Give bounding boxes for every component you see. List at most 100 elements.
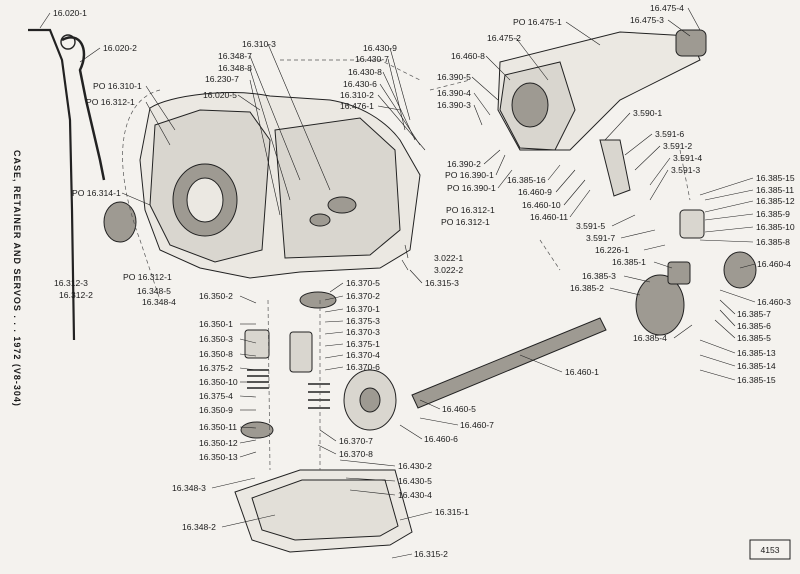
callout-label: 16.460-7 xyxy=(460,420,494,430)
callout-label: 16.390-4 xyxy=(437,88,471,98)
callout-label: 16.430-5 xyxy=(398,476,432,486)
callout-label: 16.020-5 xyxy=(203,90,237,100)
callout-label: 16.460-6 xyxy=(424,434,458,444)
callout-label: 16.385-3 xyxy=(582,271,616,281)
dipstick-tube-illustration xyxy=(28,28,106,341)
callout-label: 16.385-16 xyxy=(507,175,546,185)
servo-stack-illustration xyxy=(240,291,337,439)
side-title: CASE, RETAINER AND SERVOS . . . 1972 (V8… xyxy=(12,150,22,407)
callout-label: 16.370-3 xyxy=(346,327,380,337)
callout-label: 3.022-2 xyxy=(434,265,463,275)
callout-labels: 16.020-1 16.020-2 16.310-3 16.348-7 16.3… xyxy=(53,3,795,559)
callout-label: 16.460-3 xyxy=(757,297,791,307)
output-shaft-illustration xyxy=(343,251,757,431)
callout-label: 16.370-5 xyxy=(346,278,380,288)
callout-label: 16.385-1 xyxy=(612,257,646,267)
callout-label: 16.476-1 xyxy=(340,101,374,111)
callout-label: 16.430-6 xyxy=(343,79,377,89)
callout-label: PO 16.475-1 xyxy=(513,17,562,27)
callout-label: 16.315-3 xyxy=(425,278,459,288)
figure-number: 4153 xyxy=(760,545,779,555)
callout-label: 3.591-6 xyxy=(655,129,684,139)
callout-label: PO 16.390-1 xyxy=(447,183,496,193)
callout-label: 16.350-1 xyxy=(199,319,233,329)
callout-label: 16.370-7 xyxy=(339,436,373,446)
callout-label: 16.350-13 xyxy=(199,452,238,462)
callout-label: 3.591-3 xyxy=(671,165,700,175)
callout-label: 16.370-4 xyxy=(346,350,380,360)
extension-housing-illustration xyxy=(497,29,707,151)
leader-lines xyxy=(39,7,756,559)
pan-illustration xyxy=(234,469,413,553)
callout-label: 16.385-9 xyxy=(756,209,790,219)
callout-label: 16.312-2 xyxy=(59,290,93,300)
callout-label: 16.460-5 xyxy=(442,404,476,414)
callout-label: 16.020-1 xyxy=(53,8,87,18)
callout-label: PO 16.312-1 xyxy=(123,272,172,282)
callout-label: 16.430-2 xyxy=(398,461,432,471)
callout-label: 16.350-8 xyxy=(199,349,233,359)
callout-label: 16.385-14 xyxy=(737,361,776,371)
callout-label: 16.350-11 xyxy=(199,422,237,432)
callout-label: 16.460-4 xyxy=(757,259,791,269)
callout-label: 16.310-2 xyxy=(340,90,374,100)
callout-label: PO 16.312-1 xyxy=(441,217,490,227)
callout-label: 16.310-3 xyxy=(242,39,276,49)
callout-label: 16.475-3 xyxy=(630,15,664,25)
callout-label: 16.348-7 xyxy=(218,51,252,61)
callout-label: 16.375-4 xyxy=(199,391,233,401)
callout-label: 16.350-9 xyxy=(199,405,233,415)
callout-label: 16.350-10 xyxy=(199,377,238,387)
callout-label: 16.312-3 xyxy=(54,278,88,288)
callout-label: 16.385-2 xyxy=(570,283,604,293)
callout-label: 16.385-12 xyxy=(756,196,795,206)
callout-label: 16.370-2 xyxy=(346,291,380,301)
callout-label: 3.022-1 xyxy=(434,253,463,263)
callout-label: 16.475-2 xyxy=(487,33,521,43)
callout-label: 16.430-7 xyxy=(355,54,389,64)
callout-label: 16.350-12 xyxy=(199,438,238,448)
callout-label: 16.385-13 xyxy=(737,348,776,358)
callout-label: 16.430-8 xyxy=(348,67,382,77)
callout-label: 16.350-3 xyxy=(199,334,233,344)
callout-label: 3.591-5 xyxy=(576,221,605,231)
callout-label: PO 16.314-1 xyxy=(72,188,121,198)
callout-label: 16.385-5 xyxy=(737,333,771,343)
callout-label: 16.460-1 xyxy=(565,367,599,377)
callout-label: 16.348-8 xyxy=(218,63,252,73)
assembly-guide-lines xyxy=(122,59,691,471)
callout-label: 16.385-7 xyxy=(737,309,771,319)
callout-label: 16.475-4 xyxy=(650,3,684,13)
callout-label: 16.315-1 xyxy=(435,507,469,517)
callout-label: 16.385-4 xyxy=(633,333,667,343)
callout-label: 16.226-1 xyxy=(595,245,629,255)
callout-label: 16.020-2 xyxy=(103,43,137,53)
callout-label: 3.591-7 xyxy=(586,233,615,243)
callout-label: 16.390-2 xyxy=(447,159,481,169)
figure-number-box xyxy=(749,539,791,560)
callout-label: 16.370-6 xyxy=(346,362,380,372)
callout-label: 16.385-6 xyxy=(737,321,771,331)
callout-label: 16.350-2 xyxy=(199,291,233,301)
callout-label: 16.230-7 xyxy=(205,74,239,84)
callout-label: 16.370-1 xyxy=(346,304,380,314)
callout-label: 16.430-4 xyxy=(398,490,432,500)
callout-label: PO 16.390-1 xyxy=(445,170,494,180)
callout-label: PO 16.312-1 xyxy=(446,205,495,215)
callout-label: 16.348-5 xyxy=(137,286,171,296)
callout-label: 3.591-4 xyxy=(673,153,702,163)
callout-label: 16.390-5 xyxy=(437,72,471,82)
callout-label: 16.370-8 xyxy=(339,449,373,459)
callout-label: 16.348-3 xyxy=(172,483,206,493)
callout-label: 16.430-9 xyxy=(363,43,397,53)
callout-label: 16.348-4 xyxy=(142,297,176,307)
callout-label: PO 16.312-1 xyxy=(86,97,135,107)
callout-label: 16.460-9 xyxy=(518,187,552,197)
callout-label: 16.390-3 xyxy=(437,100,471,110)
callout-label: 16.385-10 xyxy=(756,222,795,232)
callout-label: 16.375-1 xyxy=(346,339,380,349)
callout-label: 16.385-15 xyxy=(756,173,795,183)
transmission-case-illustration xyxy=(139,92,421,279)
callout-label: 16.460-10 xyxy=(522,200,561,210)
callout-label: 16.385-8 xyxy=(756,237,790,247)
